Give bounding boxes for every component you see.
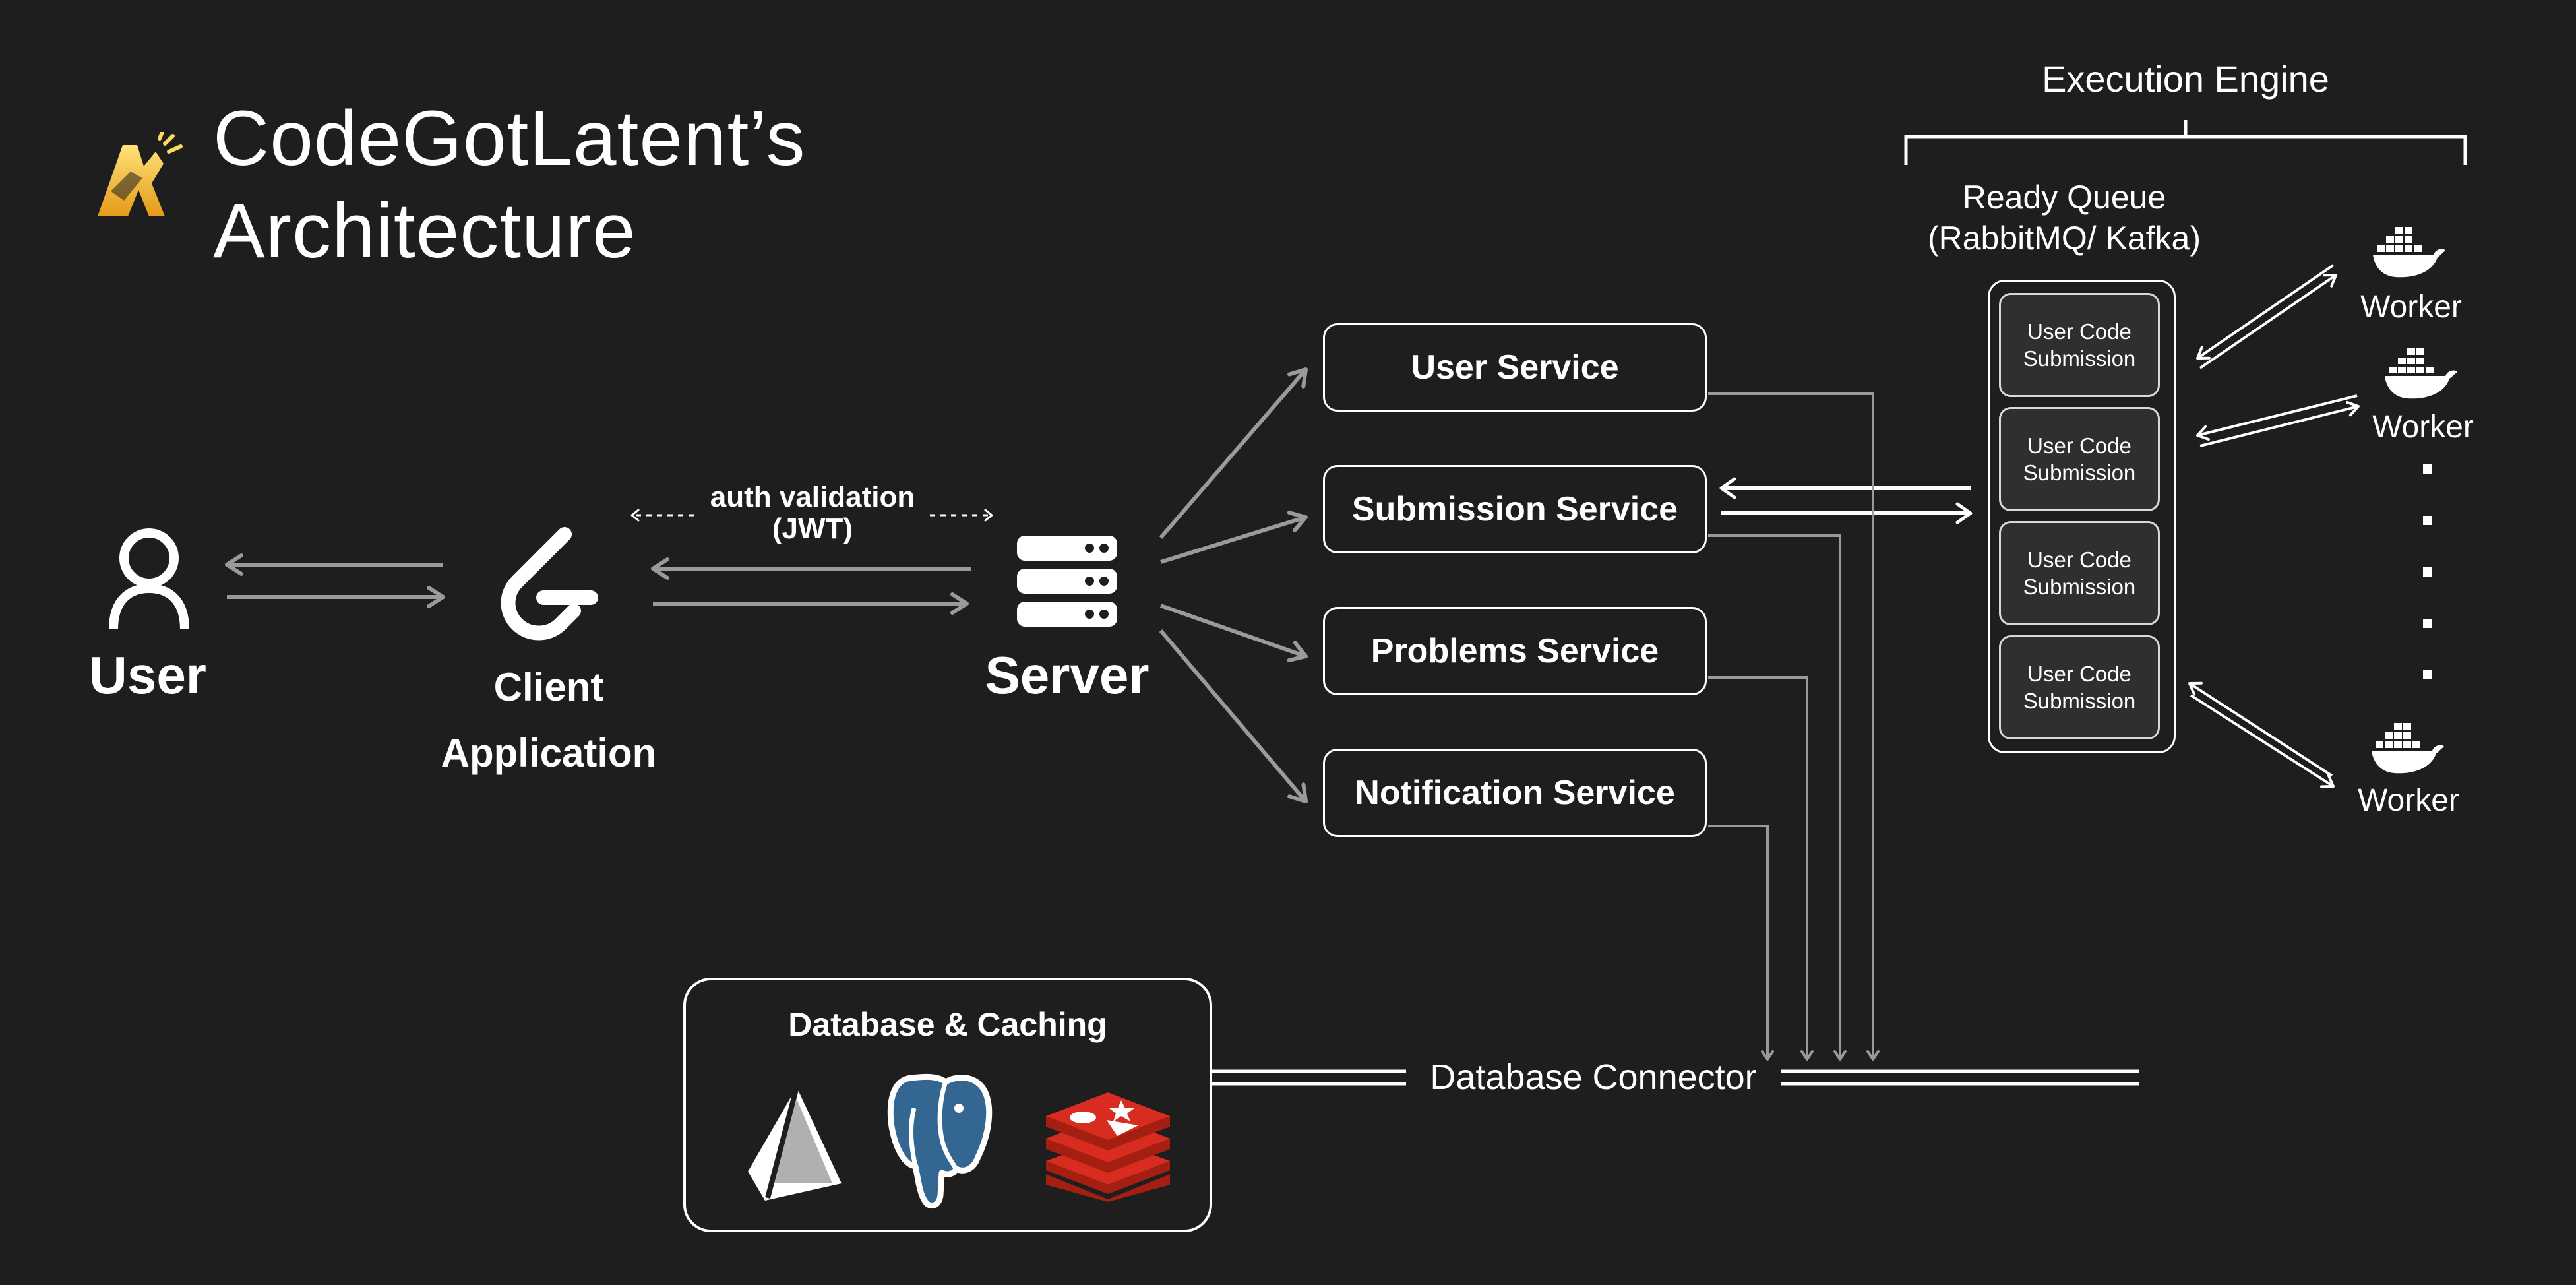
prisma-logo bbox=[745, 1084, 844, 1203]
user-icon bbox=[107, 528, 191, 633]
docker-whale-icon bbox=[2372, 224, 2447, 280]
queue-item: User Code Submission bbox=[1999, 407, 2160, 511]
ellipsis-dot bbox=[2423, 619, 2432, 628]
title-line-2: Architecture bbox=[213, 187, 636, 274]
page-title: CodeGotLatent’s Architecture bbox=[213, 92, 805, 277]
queue-item-line-2: Submission bbox=[2023, 460, 2136, 485]
server-icon bbox=[1017, 536, 1117, 628]
queue-worker-arrows bbox=[2188, 264, 2360, 788]
ellipsis-dot bbox=[2423, 516, 2432, 525]
redis-logo bbox=[1043, 1088, 1173, 1202]
queue-item-line-1: User Code bbox=[2027, 433, 2131, 458]
service-problems: Problems Service bbox=[1323, 607, 1707, 695]
client-logo-icon bbox=[496, 526, 601, 644]
ellipsis-dot bbox=[2423, 567, 2432, 577]
queue-item-line-1: User Code bbox=[2027, 662, 2131, 686]
services-to-db-lines bbox=[1708, 392, 1880, 1061]
ellipsis-dot bbox=[2423, 670, 2432, 679]
docker-whale-icon bbox=[2370, 720, 2445, 776]
ready-queue-label: Ready Queue (RabbitMQ/ Kafka) bbox=[1886, 177, 2242, 259]
queue-item-line-1: User Code bbox=[2027, 548, 2131, 572]
client-label: Client Application bbox=[409, 654, 689, 786]
queue-item: User Code Submission bbox=[1999, 521, 2160, 625]
auth-label-line-2: (JWT) bbox=[772, 513, 853, 545]
database-connector-label: Database Connector bbox=[1430, 1057, 1757, 1097]
user-label: User bbox=[89, 646, 206, 705]
queue-item-line-1: User Code bbox=[2027, 319, 2131, 344]
client-label-line-2: Application bbox=[441, 731, 657, 775]
queue-item: User Code Submission bbox=[1999, 635, 2160, 739]
worker-label: Worker bbox=[2358, 783, 2459, 818]
database-caching-title: Database & Caching bbox=[788, 1006, 1107, 1043]
database-caching-box bbox=[683, 978, 1212, 1232]
postgresql-logo bbox=[885, 1070, 997, 1215]
ready-queue-line-2: (RabbitMQ/ Kafka) bbox=[1927, 220, 2201, 257]
queue-item-line-2: Submission bbox=[2023, 575, 2136, 599]
codegotlatent-logo-icon bbox=[91, 130, 183, 224]
client-server-arrows bbox=[651, 557, 971, 615]
auth-label-line-1: auth validation bbox=[710, 481, 915, 513]
server-label: Server bbox=[985, 646, 1150, 705]
server-to-services-arrows bbox=[1159, 367, 1308, 803]
execution-engine-title: Execution Engine bbox=[2042, 58, 2329, 100]
execution-engine-bracket bbox=[1904, 135, 2467, 165]
queue-item: User Code Submission bbox=[1999, 293, 2160, 397]
service-user: User Service bbox=[1323, 323, 1707, 412]
submission-queue-arrows bbox=[1719, 477, 1973, 524]
queue-item-line-2: Submission bbox=[2023, 346, 2136, 371]
ellipsis-dot bbox=[2423, 464, 2432, 474]
docker-whale-icon bbox=[2383, 346, 2459, 401]
worker-label: Worker bbox=[2360, 290, 2462, 325]
user-client-arrows bbox=[225, 553, 445, 608]
title-line-1: CodeGotLatent’s bbox=[213, 95, 806, 182]
ready-queue bbox=[1988, 280, 2176, 753]
database-connector-line bbox=[1212, 1069, 2139, 1086]
ready-queue-line-1: Ready Queue bbox=[1962, 179, 2166, 216]
client-label-line-1: Client bbox=[493, 665, 604, 709]
service-notification: Notification Service bbox=[1323, 749, 1707, 837]
auth-validation-label: auth validation (JWT) bbox=[681, 482, 944, 545]
service-submission: Submission Service bbox=[1323, 465, 1707, 553]
queue-item-line-2: Submission bbox=[2023, 689, 2136, 713]
worker-label: Worker bbox=[2372, 410, 2474, 445]
